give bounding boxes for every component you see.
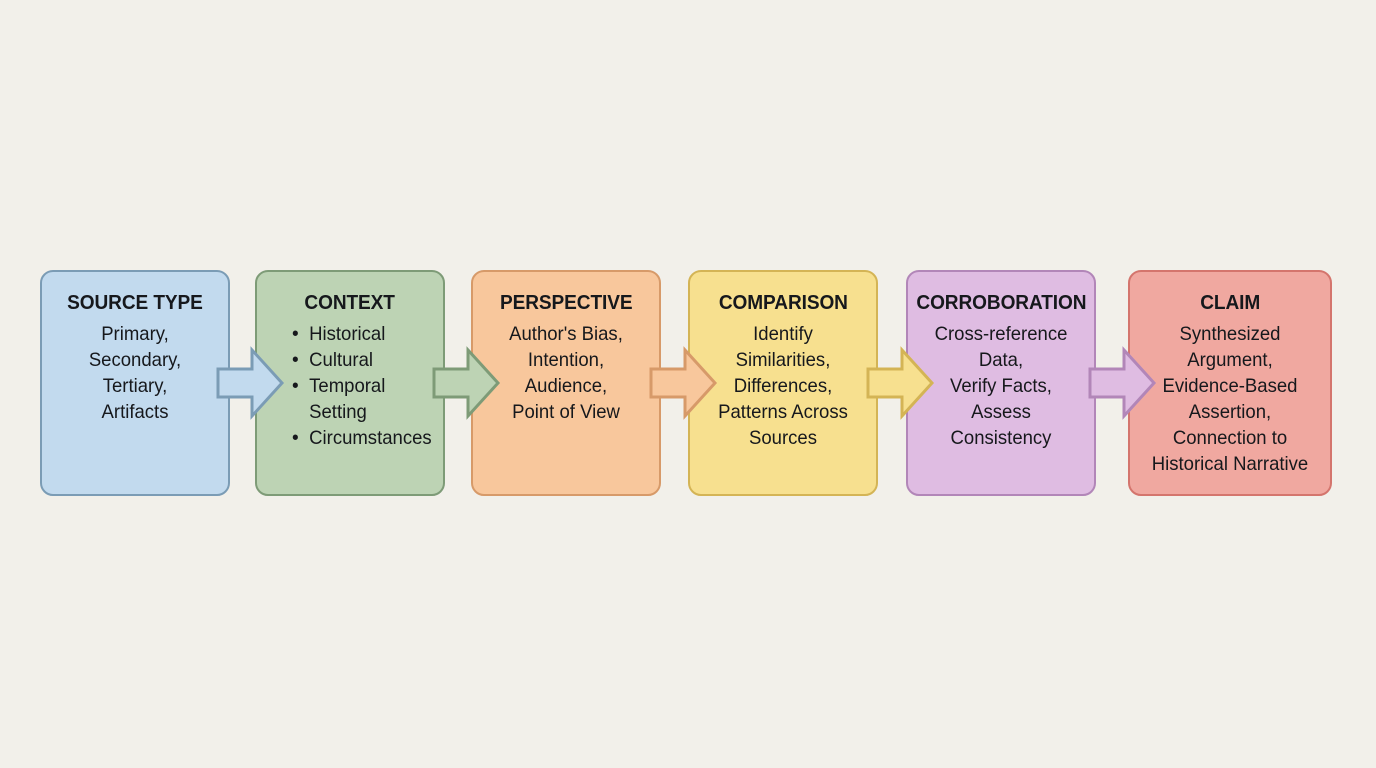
node-body-line: Audience, bbox=[524, 374, 608, 397]
node-title-perspective: PERSPECTIVE bbox=[499, 291, 633, 314]
node-body-line: Primary, bbox=[101, 322, 169, 345]
node-title-context: CONTEXT bbox=[304, 291, 396, 314]
node-body-line: Assess Consistency bbox=[950, 400, 1052, 449]
node-bullet-list-context: HistoricalCulturalTemporal SettingCircum… bbox=[288, 321, 432, 451]
node-body-line: Sources bbox=[749, 426, 817, 449]
node-body-line: Identify bbox=[753, 322, 813, 345]
node-body-line: Tertiary, bbox=[102, 374, 168, 397]
node-body-line: Secondary, bbox=[88, 348, 182, 371]
node-bullet-item: Temporal Setting bbox=[292, 373, 427, 425]
node-title-claim: CLAIM bbox=[1200, 291, 1260, 314]
node-body-line: Artifacts bbox=[101, 400, 169, 423]
process-node-claim: CLAIM Synthesized Argument,Evidence-Based… bbox=[1128, 270, 1332, 496]
process-flow-row: SOURCE TYPE Primary, Secondary, Tertiary, Ar… bbox=[40, 270, 1332, 496]
node-body-line: Author's Bias, bbox=[509, 322, 623, 345]
node-body-perspective: Author's Bias, Intention, Audience, Point o… bbox=[489, 321, 643, 425]
node-body-line: Evidence-Based Assertion, bbox=[1162, 374, 1298, 423]
process-node-source-type: SOURCE TYPE Primary, Secondary, Tertiary, Ar… bbox=[40, 270, 230, 496]
process-node-corroboration: CORROBORATION Cross-reference Data, Verify… bbox=[906, 270, 1096, 496]
node-body-line: Cross-reference Data, bbox=[934, 322, 1068, 371]
node-body-line: Patterns Across bbox=[718, 400, 848, 423]
node-body-line: Differences, bbox=[733, 374, 833, 397]
node-body-corroboration: Cross-reference Data, Verify Facts, Assess… bbox=[924, 321, 1078, 451]
node-bullet-item: Cultural bbox=[292, 347, 427, 373]
node-body-claim: Synthesized Argument,Evidence-Based Asse… bbox=[1146, 321, 1313, 477]
node-title-comparison: COMPARISON bbox=[718, 291, 848, 314]
node-bullet-item: Historical bbox=[292, 321, 427, 347]
node-body-line: Similarities, bbox=[735, 348, 831, 371]
node-body-source-type: Primary, Secondary, Tertiary, Artifacts bbox=[58, 321, 212, 425]
node-bullet-item: Circumstances bbox=[292, 425, 432, 451]
process-node-perspective: PERSPECTIVE Author's Bias, Intention, Audie… bbox=[471, 270, 661, 496]
node-body-line: Intention, bbox=[527, 348, 605, 371]
node-body-line: Synthesized Argument, bbox=[1179, 322, 1281, 371]
node-body-line: Point of View bbox=[512, 400, 620, 423]
node-body-line: Connection to Historical Narrative bbox=[1151, 426, 1309, 475]
node-body-context: HistoricalCulturalTemporal SettingCircum… bbox=[273, 321, 432, 451]
node-body-line: Verify Facts, bbox=[950, 374, 1052, 397]
node-title-corroboration: CORROBORATION bbox=[915, 291, 1087, 314]
process-node-context: CONTEXT HistoricalCulturalTemporal Settin… bbox=[255, 270, 445, 496]
node-title-source-type: SOURCE TYPE bbox=[67, 291, 203, 314]
